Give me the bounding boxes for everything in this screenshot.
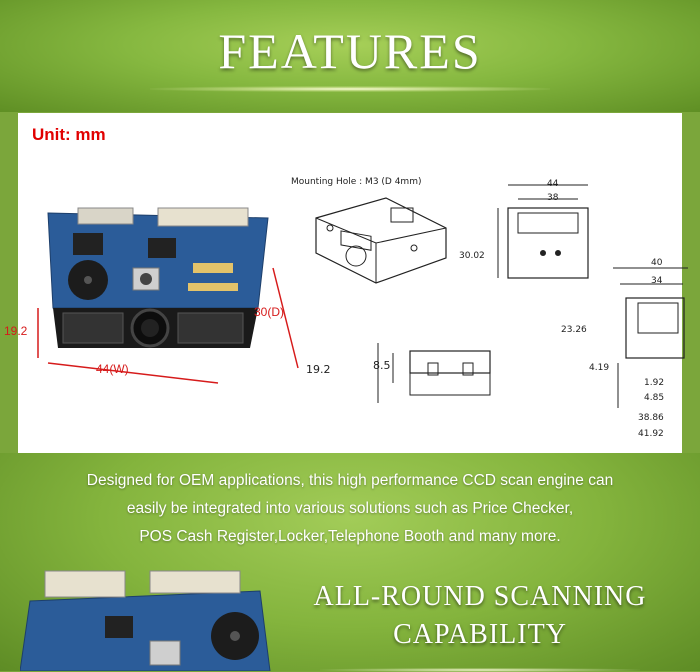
isometric-drawing bbox=[315, 197, 447, 284]
right-dim-small: 4.19 bbox=[589, 363, 610, 373]
right-dim-c: 38.86 bbox=[638, 413, 664, 423]
diagram-panel: Unit: mm 19.2 44(W) 30(D) Mounting Hole … bbox=[4, 113, 688, 453]
right-view-drawing bbox=[613, 267, 688, 408]
front-dim-inner: 38 bbox=[547, 193, 559, 203]
description-line-2: easily be integrated into various soluti… bbox=[126, 500, 574, 517]
description-line-3: POS Cash Register,Locker,Telephone Booth… bbox=[139, 528, 561, 545]
front-view-drawing bbox=[497, 184, 589, 279]
photo-width-label: 44(W) bbox=[96, 362, 129, 376]
features-banner: FEATURES bbox=[0, 0, 700, 112]
title-glow-line bbox=[150, 86, 550, 92]
unit-label: Unit: mm bbox=[32, 125, 106, 144]
side-dim-partial: 8.5 bbox=[373, 359, 391, 372]
right-dim-outer: 40 bbox=[651, 258, 663, 268]
features-title: FEATURES bbox=[218, 23, 482, 79]
right-dim-hole: 23.26 bbox=[561, 325, 587, 335]
side-view-drawing bbox=[377, 343, 491, 403]
photo-height-label: 19.2 bbox=[4, 324, 28, 338]
scan-engine-photo bbox=[37, 207, 299, 384]
description-text: Designed for OEM applications, this high… bbox=[40, 467, 660, 551]
right-dim-a: 1.92 bbox=[644, 378, 665, 388]
description-section: Designed for OEM applications, this high… bbox=[0, 453, 700, 672]
right-dim-b: 4.85 bbox=[644, 393, 665, 403]
mounting-hole-note: Mounting Hole : M3 (D 4mm) bbox=[291, 177, 422, 187]
description-line-1: Designed for OEM applications, this high… bbox=[86, 472, 614, 489]
capability-line-1: ALL-ROUND SCANNING bbox=[313, 581, 647, 612]
side-dim-total: 19.2 bbox=[306, 363, 331, 376]
photo-depth-label: 30(D) bbox=[254, 305, 285, 319]
capability-glow-line bbox=[320, 668, 640, 672]
module-photo-bottom bbox=[20, 570, 271, 671]
right-dim-inner: 34 bbox=[651, 276, 663, 286]
capability-line-2: CAPABILITY bbox=[393, 619, 567, 650]
front-dim-outer: 44 bbox=[547, 179, 559, 189]
front-dim-height: 30.02 bbox=[459, 251, 485, 261]
right-dim-d: 41.92 bbox=[638, 429, 664, 439]
